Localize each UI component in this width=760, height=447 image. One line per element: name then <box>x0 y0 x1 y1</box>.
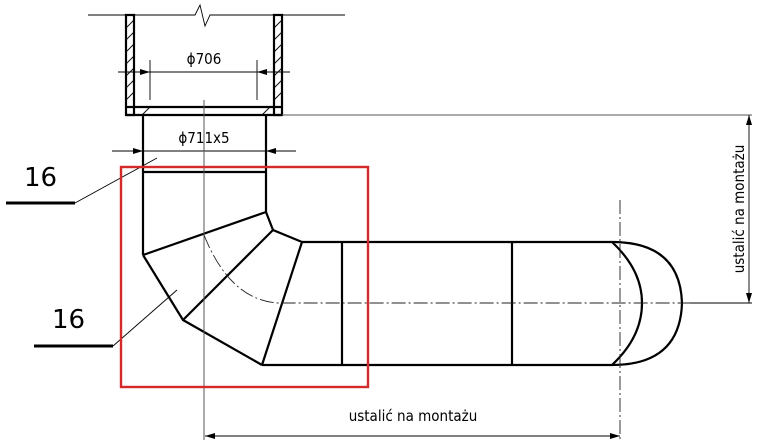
center-lines <box>203 100 700 440</box>
wall-line <box>88 3 345 28</box>
callout-pipe-label: 16 <box>24 163 57 193</box>
horizontal-pipe <box>262 240 612 367</box>
segmented-elbow <box>142 210 304 366</box>
end-cap <box>611 240 684 367</box>
callout-elbow-label: 16 <box>52 305 85 335</box>
callout-elbow: 16 <box>34 289 178 348</box>
dimension-vertical: ustalić na montażu <box>282 114 752 304</box>
callout-pipe: 16 <box>6 157 158 205</box>
inner-diameter-label: ϕ706 <box>187 50 222 68</box>
dimension-horizontal: ustalić na montażu <box>205 407 620 439</box>
highlight-box <box>119 165 370 389</box>
vertical-dimension-label: ustalić na montażu <box>730 145 748 274</box>
horizontal-dimension-label: ustalić na montażu <box>349 407 478 425</box>
dimension-inner-diameter: ϕ706 <box>118 50 290 100</box>
